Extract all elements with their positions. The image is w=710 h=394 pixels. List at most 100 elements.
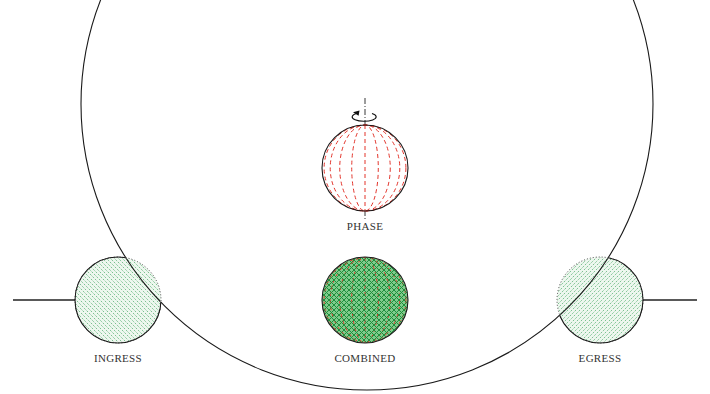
hatch-line (635, 257, 710, 343)
disk-border (322, 125, 408, 211)
disk-border (75, 257, 161, 343)
hatch-line (25, 257, 111, 343)
rotation-arrowhead (353, 111, 360, 116)
hatch-line (97, 257, 183, 343)
hatch-line (161, 257, 247, 343)
rotation-arrow (352, 113, 376, 121)
star-limb (81, 0, 653, 390)
hatch-line (401, 257, 487, 343)
hatch-line (361, 257, 447, 343)
hatch-line (5, 257, 91, 343)
hatch-line (571, 257, 657, 343)
hatch-line (236, 257, 322, 343)
hatch-line (0, 257, 83, 343)
hatch-line (69, 257, 155, 343)
hatch-line (615, 257, 701, 343)
disk-fill (322, 125, 408, 211)
hatch-line (129, 257, 215, 343)
disk-outline (315, 124, 415, 212)
hatch-line (515, 257, 601, 343)
hatch-line (17, 257, 103, 343)
planet-disk: INGRESS (68, 256, 168, 365)
hatch-line (81, 257, 167, 343)
hatch-line (29, 257, 115, 343)
hatch-line (471, 257, 557, 343)
hatch-line (531, 257, 617, 343)
hatch-line (13, 257, 99, 343)
hatch-line (401, 257, 487, 343)
planet-disk: COMBINED (315, 256, 415, 365)
hatch-line (153, 257, 239, 343)
hatch-line (619, 257, 705, 343)
hatch-line (599, 257, 685, 343)
hatch-line (241, 257, 327, 343)
hatch-line (567, 257, 653, 343)
hatch-line (113, 257, 199, 343)
hatch-line (607, 257, 693, 343)
hatch-line (133, 257, 219, 343)
hatch-line (381, 257, 467, 343)
meridian (324, 125, 406, 211)
star-disk (81, 0, 653, 390)
hatch-line (406, 257, 492, 343)
planet-disk: PHASE (315, 124, 415, 233)
hatch-line (57, 257, 143, 343)
hatch-line (9, 257, 95, 343)
disk-border (322, 257, 408, 343)
hatch-line (499, 257, 585, 343)
hatch-line (523, 257, 609, 343)
planet-disk: EGRESS (550, 256, 650, 365)
hatch-line (547, 257, 633, 343)
hatch-line (386, 257, 472, 343)
hatch-line (623, 257, 709, 343)
hatch-line (241, 257, 327, 343)
hatch-line (1, 257, 87, 343)
meridian (365, 125, 366, 211)
hatch-line (595, 257, 681, 343)
hatch-line (611, 257, 697, 343)
hatch-line (603, 257, 689, 343)
hatch-line (41, 257, 127, 343)
hatch-line (371, 257, 457, 343)
disk-label: INGRESS (68, 352, 168, 365)
hatch-line (117, 257, 203, 343)
hatch-line (503, 257, 589, 343)
hatch-line (157, 257, 243, 343)
hatch-line (137, 257, 223, 343)
hatch-line (21, 257, 107, 343)
hatch-line (535, 257, 621, 343)
hatch-line (93, 257, 179, 343)
hatch-line (396, 257, 482, 343)
hatch-line (483, 257, 569, 343)
hatch-line (555, 257, 641, 343)
hatch-line (583, 257, 669, 343)
hatch-line (0, 257, 75, 343)
hatch-line (396, 257, 482, 343)
disk-border (557, 257, 643, 343)
meridian (330, 125, 400, 211)
hatch-line (141, 257, 227, 343)
hatch-line (627, 257, 710, 343)
hatch-line (77, 257, 163, 343)
hatch-line (149, 257, 235, 343)
hatch-line (53, 257, 139, 343)
hatch-line (49, 257, 135, 343)
hatch-line (406, 257, 492, 343)
hatch-line (551, 257, 637, 343)
disk-label: EGRESS (550, 352, 650, 365)
hatch-line (73, 257, 159, 343)
hatch-line (37, 257, 123, 343)
hatch-line (575, 257, 661, 343)
meridian (340, 257, 391, 343)
hatch-line (246, 257, 332, 343)
hatch-line (479, 257, 565, 343)
hatch-line (109, 257, 195, 343)
hatch-line (33, 257, 119, 343)
hatch-line (125, 257, 211, 343)
disk-outline (550, 256, 650, 344)
hatch-line (559, 257, 645, 343)
hatch-line (639, 257, 710, 343)
hatch-line (539, 257, 625, 343)
hatch-line (591, 257, 677, 343)
hatch-line (475, 257, 561, 343)
